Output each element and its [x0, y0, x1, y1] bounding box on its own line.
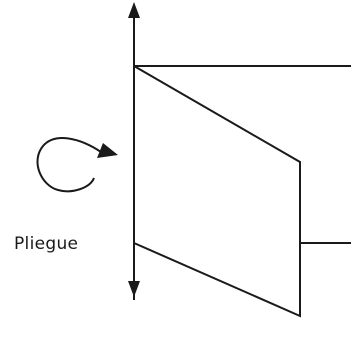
fold-axis-arrow-up-icon [128, 2, 140, 18]
rotation-arrow-curve [36, 137, 102, 193]
fold-axis-arrow-down-icon [128, 281, 140, 297]
rotation-arrowhead-icon [97, 143, 118, 158]
folded-panel [133, 64, 301, 318]
fold-label: Pliegue [14, 234, 79, 254]
